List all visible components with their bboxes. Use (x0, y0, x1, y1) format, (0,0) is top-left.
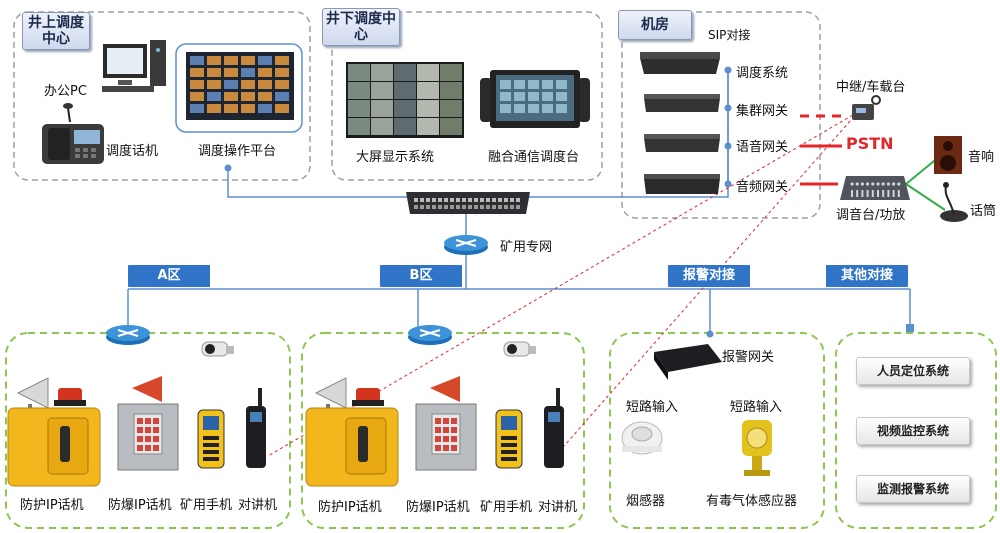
smoke-detector-icon (621, 421, 663, 455)
mine-network-label: 矿用专网 (500, 240, 553, 255)
router-icon-a (106, 325, 150, 345)
zone-a-walkie-label: 对讲机 (238, 498, 278, 513)
zone-a-ip-phone-label: 防护IP话机 (20, 498, 84, 513)
voice-gateway-label: 语音网关 (736, 140, 789, 155)
operation-platform-icon (175, 43, 303, 133)
other-bar: 其他对接 (826, 265, 908, 287)
audio-gateway-label: 音频网关 (736, 180, 789, 195)
microphone-label: 话筒 (970, 204, 997, 219)
mine-phone-icon (495, 409, 523, 469)
surface-center-title: 井上调度中心 (22, 12, 90, 50)
surface-center-frame (13, 11, 311, 181)
gas-detector-icon (742, 420, 772, 476)
explosion-proof-phone-icon (415, 403, 477, 471)
explosion-proof-phone-icon (117, 403, 179, 471)
protected-ip-phone-icon (7, 388, 101, 487)
monitoring-alarm-system: 监测报警系统 (856, 475, 970, 503)
sip-label: SIP对接 (708, 28, 751, 42)
zone-a-ex-phone-label: 防爆IP话机 (108, 498, 172, 513)
short-input-2-label: 短路输入 (730, 400, 783, 415)
alarm-bar: 报警对接 (668, 265, 750, 287)
mixer-icon (840, 176, 910, 200)
machine-room-title: 机房 (618, 10, 692, 40)
speaker-icon (934, 136, 962, 174)
alarm-horn-icon (430, 376, 460, 402)
zone-b-bar: B区 (380, 265, 462, 287)
personnel-location-system: 人员定位系统 (856, 357, 970, 385)
display-wall-icon (346, 62, 464, 138)
relay-label: 中继/车载台 (836, 80, 906, 95)
mixer-label: 调音台/功放 (836, 208, 906, 223)
dispatch-system-label: 调度系统 (736, 66, 789, 81)
office-pc-label: 办公PC (44, 84, 87, 99)
router-icon-core (444, 235, 488, 255)
dispatch-phone-label: 调度话机 (106, 144, 159, 159)
connection-dots (224, 66, 914, 338)
dispatch-phone-icon (42, 103, 104, 164)
dispatch-server-icon (640, 52, 720, 74)
pstn-label: PSTN (846, 134, 894, 153)
mine-phone-icon (197, 409, 225, 469)
protected-ip-phone-icon (305, 388, 399, 487)
router-icon-b (408, 325, 452, 345)
underground-center-frame (331, 11, 603, 181)
alarm-horn-icon (132, 376, 162, 402)
walkie-talkie-icon (246, 388, 266, 468)
zone-b-ip-phone-label: 防护IP话机 (318, 500, 382, 515)
speaker-label: 音响 (968, 150, 995, 165)
alarm-gateway-icon (654, 344, 722, 380)
display-system-label: 大屏显示系统 (356, 150, 435, 165)
audio-gateway-device-icon (644, 174, 720, 194)
alarm-gateway-label: 报警网关 (722, 350, 775, 365)
operation-platform-label: 调度操作平台 (198, 144, 277, 159)
zone-b-walkie-label: 对讲机 (538, 500, 578, 515)
walkie-talkie-icon (544, 388, 564, 468)
microphone-icon (940, 182, 968, 222)
zone-a-devices (7, 376, 266, 487)
fusion-console-label: 融合通信调度台 (488, 150, 580, 165)
zone-b-frame (301, 332, 585, 529)
relay-radio-icon (852, 95, 881, 120)
zone-b-ex-phone-label: 防爆IP话机 (406, 500, 470, 515)
short-input-1-label: 短路输入 (626, 400, 679, 415)
zone-a-mine-phone-label: 矿用手机 (180, 498, 233, 513)
network-switch-icon (406, 192, 530, 214)
smoke-detector-label: 烟感器 (626, 494, 666, 509)
network-lines (127, 70, 911, 332)
voice-gateway-device-icon (644, 134, 720, 152)
camera-icon-a (201, 341, 234, 357)
zone-a-bar: A区 (128, 265, 210, 287)
video-surveillance-system: 视频监控系统 (856, 417, 970, 445)
zone-b-mine-phone-label: 矿用手机 (480, 500, 533, 515)
camera-icon-b (503, 341, 536, 357)
cluster-gateway-label: 集群网关 (736, 104, 789, 119)
zone-b-devices (305, 376, 564, 487)
cluster-gateway-device-icon (644, 94, 720, 112)
office-pc-icon (102, 40, 166, 92)
fusion-console-icon (480, 70, 590, 128)
underground-center-title: 井下调度中心 (322, 8, 400, 46)
gas-detector-label: 有毒气体感应器 (706, 494, 798, 509)
alarm-frame (609, 332, 825, 529)
